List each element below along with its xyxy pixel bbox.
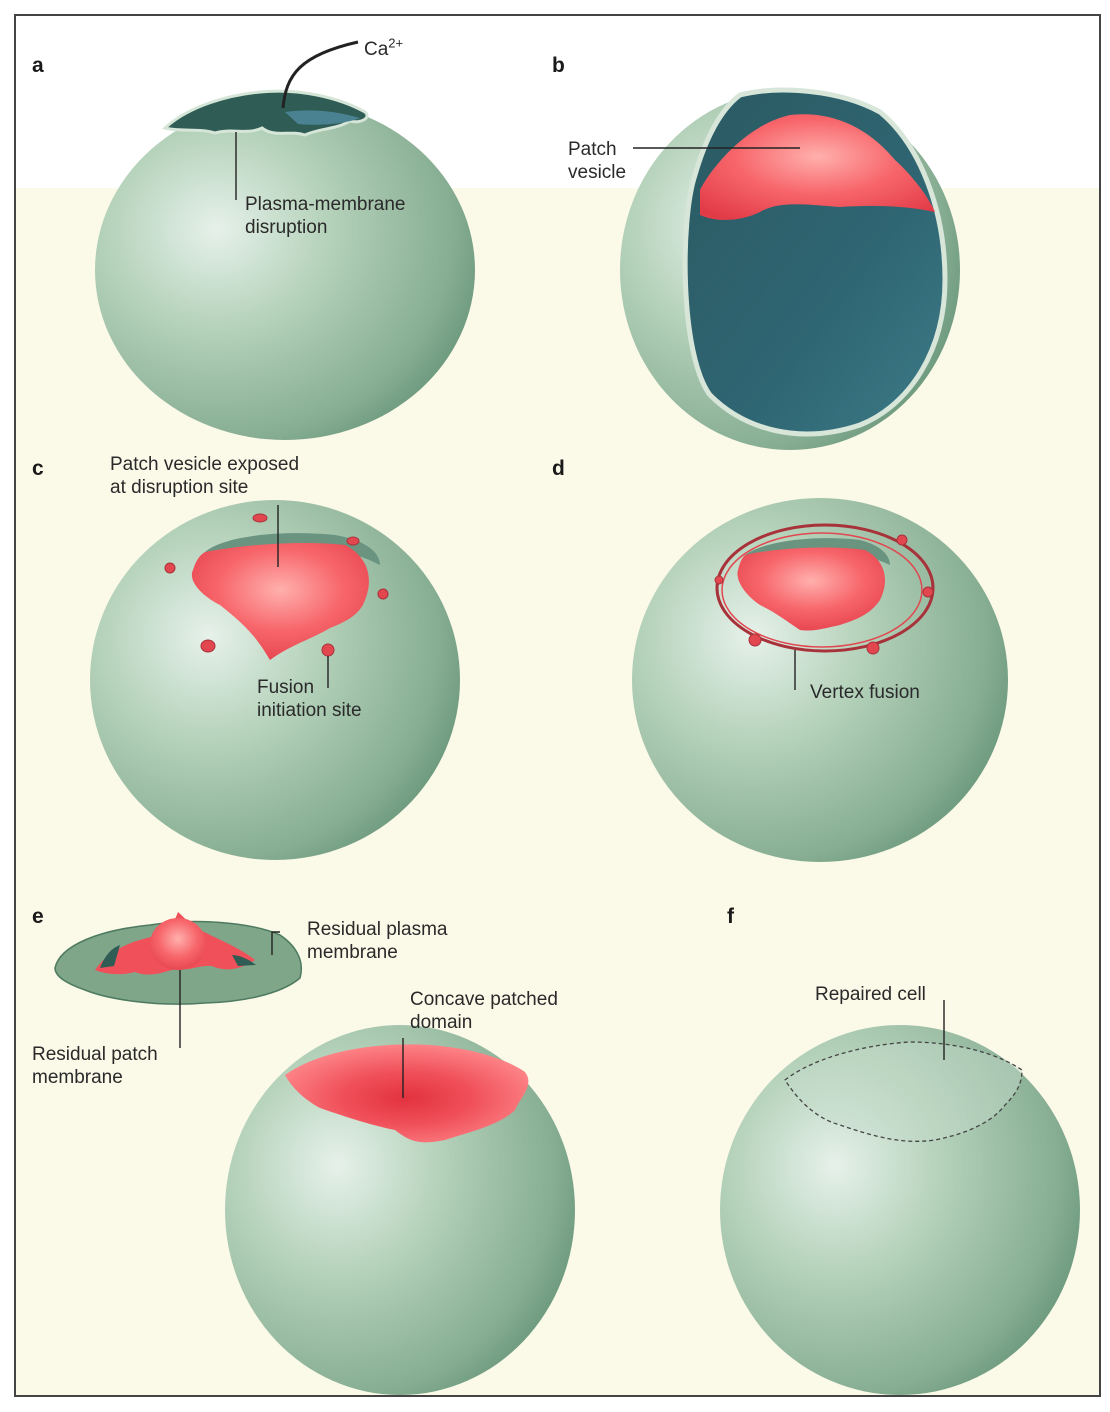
concave-label-line2: domain <box>410 1011 472 1034</box>
repaired-cell-label: Repaired cell <box>815 983 926 1006</box>
fusion-label-line1: Fusion <box>257 676 314 699</box>
calcium-symbol: Ca <box>364 39 388 60</box>
fusion-label-line2: initiation site <box>257 699 362 722</box>
panel-c-label: c <box>32 457 44 481</box>
residual-plasma-label-line2: membrane <box>307 941 398 964</box>
residual-patch-label-line2: membrane <box>32 1066 123 1089</box>
residual-patch-label-line1: Residual patch <box>32 1043 158 1066</box>
exposed-label-line2: at disruption site <box>110 476 248 499</box>
panel-d-cell <box>632 498 1008 862</box>
disruption-label-line1: Plasma-membrane <box>245 193 406 216</box>
panel-a-cell <box>95 42 475 440</box>
concave-label-line1: Concave patched <box>410 988 558 1011</box>
vertex-fusion-label: Vertex fusion <box>810 681 920 704</box>
exposed-label-line1: Patch vesicle exposed <box>110 453 299 476</box>
panel-f-label: f <box>727 905 734 929</box>
calcium-charge: 2+ <box>388 36 403 51</box>
panel-b-label: b <box>552 54 565 78</box>
panel-a-label: a <box>32 54 44 78</box>
patch-vesicle-label-line2: vesicle <box>568 161 626 184</box>
panel-e-cell <box>225 1025 575 1395</box>
panel-d-label: d <box>552 457 565 481</box>
patch-vesicle-label-line1: Patch <box>568 138 617 161</box>
panel-b-cell <box>620 90 960 450</box>
panel-e-label: e <box>32 905 44 929</box>
calcium-label: Ca2+ <box>364 38 403 61</box>
residual-plasma-label-line1: Residual plasma <box>307 918 447 941</box>
disruption-label-line2: disruption <box>245 216 327 239</box>
